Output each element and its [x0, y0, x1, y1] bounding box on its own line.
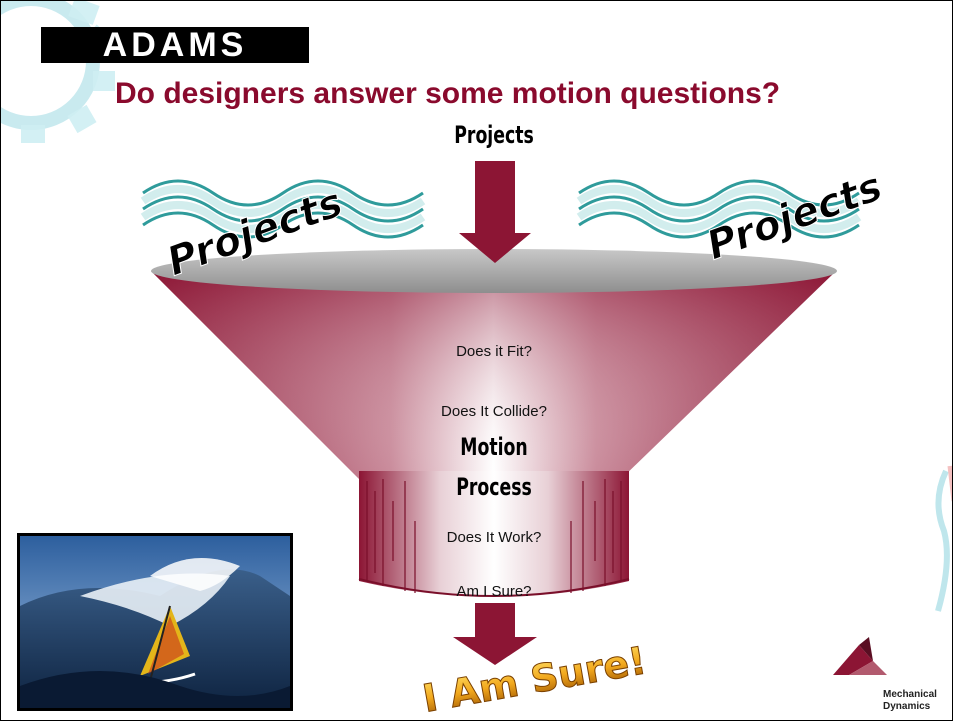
windsurfer-photo — [17, 533, 293, 711]
funnel-spout — [359, 471, 629, 597]
question-work: Does It Work? — [446, 529, 542, 546]
mechanical-dynamics-line1: Mechanical — [883, 689, 937, 700]
bottom-down-arrow-icon — [453, 603, 537, 665]
right-waves-icon — [578, 179, 860, 239]
question-sure: Am I Sure? — [456, 583, 532, 600]
question-fit: Does it Fit? — [456, 343, 532, 360]
result-label: I Am Sure! — [419, 638, 649, 721]
mechanical-dynamics-logo-icon — [833, 637, 887, 675]
process-label: Process — [456, 473, 532, 501]
projects-label-top: Projects — [454, 121, 534, 149]
question-collide: Does It Collide? — [441, 403, 547, 420]
funnel-rim — [151, 249, 837, 293]
projects-label-right: Projects — [701, 164, 888, 270]
motion-label: Motion — [460, 433, 528, 461]
windsurfer-photo-icon — [20, 536, 290, 708]
top-down-arrow-icon — [459, 161, 531, 263]
adams-logo: ADAMS — [41, 27, 309, 63]
right-edge-decoration-icon — [935, 465, 952, 612]
mechanical-dynamics-line2: Dynamics — [883, 701, 931, 712]
left-waves-icon — [142, 179, 424, 239]
slide-title: Do designers answer some motion question… — [115, 77, 781, 110]
